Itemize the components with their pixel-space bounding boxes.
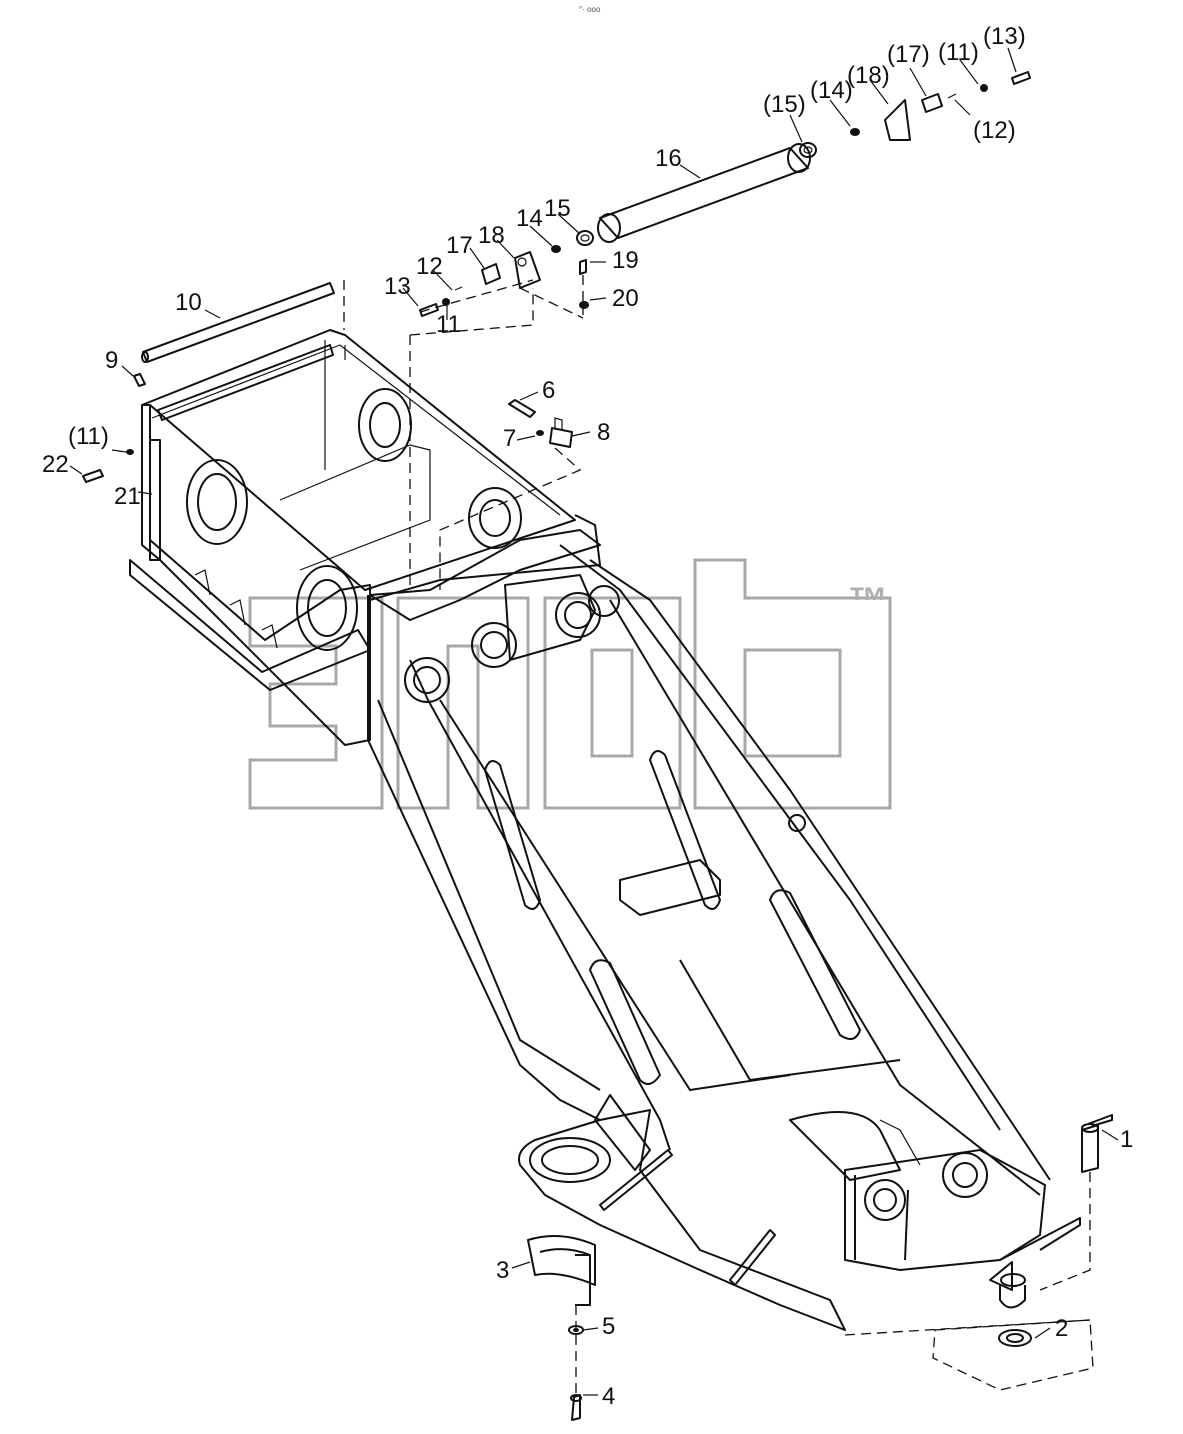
label-13: 13	[384, 273, 411, 300]
label-7: 7	[503, 425, 516, 452]
label-15-right: (15)	[763, 91, 806, 118]
label-21: 21	[114, 483, 141, 510]
part-13-bolt	[419, 303, 439, 317]
label-22: 22	[42, 451, 69, 478]
part-13-bolt-right	[1011, 71, 1031, 85]
trademark-symbol: ™	[848, 580, 888, 624]
label-11: 11	[436, 311, 461, 338]
label-16: 16	[655, 145, 682, 172]
part-22-bolt	[82, 469, 104, 483]
part-11-nut	[442, 298, 450, 306]
part-11-nut-right	[980, 84, 988, 92]
watermark-logo: ™	[248, 558, 892, 810]
leader-lines	[69, 47, 1119, 1396]
part-21-side-plate	[149, 439, 161, 561]
part-12-clip	[454, 93, 957, 291]
label-8: 8	[597, 419, 610, 446]
part-4-bolt	[570, 1394, 582, 1421]
part-17-pin	[481, 93, 943, 285]
part-8-bracket	[549, 417, 573, 448]
assembly-dashed-lines	[343, 275, 1091, 1395]
base-plate	[518, 1094, 1081, 1331]
label-2: 2	[1055, 1315, 1068, 1342]
part-labels: 1 2 3 4 5 6 7 8 9 10 (11) 11 (11) 12 (12…	[42, 23, 1133, 1410]
part-1-pin	[1081, 1114, 1113, 1173]
label-14: 14	[516, 205, 543, 232]
part-6-bolt	[508, 399, 536, 418]
part-2-pad	[932, 1273, 1094, 1391]
part-18-clevis	[514, 99, 911, 289]
label-12: 12	[416, 253, 443, 280]
label-5: 5	[602, 1313, 615, 1340]
part-15-bushing	[576, 142, 817, 246]
part-11-nut-left	[126, 449, 134, 455]
label-1: 1	[1120, 1126, 1133, 1153]
label-11-right: (11)	[938, 39, 979, 66]
part-20-washer	[579, 301, 589, 309]
label-4: 4	[602, 1383, 615, 1410]
part-10-rod	[141, 282, 335, 363]
label-12-right: (12)	[973, 117, 1016, 144]
main-boom-frame	[367, 514, 1051, 1271]
label-18-right: (18)	[847, 62, 890, 89]
label-11-left: (11)	[68, 423, 109, 450]
part-3-clamp	[527, 1235, 596, 1306]
label-20: 20	[612, 285, 639, 312]
label-17: 17	[446, 232, 473, 259]
part-9-pin	[133, 373, 146, 387]
label-18: 18	[478, 222, 505, 249]
label-15: 15	[544, 195, 571, 222]
label-19: 19	[612, 247, 639, 274]
part-14-washer	[551, 245, 561, 253]
part-14-washer-right	[850, 128, 860, 136]
label-10: 10	[175, 289, 202, 316]
top-marker: °· ooo	[579, 5, 601, 14]
label-3: 3	[496, 1257, 509, 1284]
label-13-right: (13)	[983, 23, 1026, 50]
part-16-cylinder	[597, 143, 811, 243]
label-6: 6	[542, 377, 555, 404]
label-17-right: (17)	[887, 41, 930, 68]
part-7-washer	[536, 430, 544, 436]
part-19-bolt	[579, 259, 587, 275]
label-14-right: (14)	[810, 77, 853, 104]
rear-box-frame	[129, 329, 576, 746]
label-9: 9	[105, 347, 118, 374]
